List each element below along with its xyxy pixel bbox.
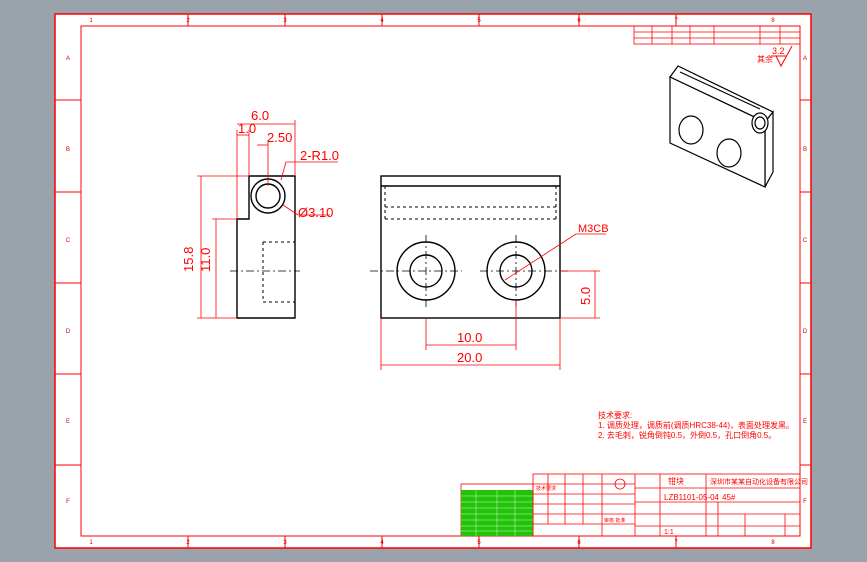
zone-label-top: 4 [380,18,384,24]
zone-label-top: 7 [674,18,678,24]
isometric-view [669,65,774,188]
dim-thread: M3CB [578,223,609,235]
notes-title: 技术要求: [598,410,632,420]
zone-label-right: E [803,419,807,425]
note-1: 1. 调质处理，调质前(调质HRC38-44)，表面处理发黑。 [598,420,794,430]
zone-label-bottom: 3 [283,540,287,546]
approval-stamp-table [460,483,534,537]
zone-label-right: C [803,238,808,244]
zone-label-right: D [803,329,808,335]
zone-label-bottom: 4 [380,540,384,546]
dim-hole-spacing: 10.0 [457,330,482,345]
material: 45# [722,493,736,502]
part-name: 钳块 [668,476,684,486]
zone-label-bottom: 7 [674,540,678,546]
dim-offset-2-5: 2.50 [267,130,292,145]
title-block [532,473,801,537]
front-view-dimensions [380,233,606,370]
approval-label: 审核 批准 [604,517,625,524]
zone-label-top: 5 [477,18,481,24]
zone-label-left: B [66,147,70,153]
green-table-header: 技术要求 [536,485,556,492]
zone-label-top: 3 [283,18,287,24]
dim-hole-diameter: Ø3.10 [298,205,333,220]
zone-label-left: A [66,56,70,62]
note-2: 2. 去毛刺，锐角倒钝0.5，外倒0.5，孔口倒角0.5。 [598,430,776,440]
dim-width-6: 6.0 [251,108,269,123]
projection-symbol [614,478,626,490]
zone-label-bottom: 5 [477,540,481,546]
zone-label-left: C [66,238,71,244]
drawing-number: LZB1101-05-04 [664,493,720,502]
zone-label-bottom: 6 [577,540,581,546]
zone-label-bottom: 8 [771,540,775,546]
roughness-value: 3.2 [772,46,785,56]
zone-label-top: 2 [186,18,190,24]
zone-label-right: F [803,499,807,505]
zone-label-top: 1 [89,18,93,24]
technical-notes: 技术要求: 1. 调质处理，调质前(调质HRC38-44)，表面处理发黑。 2.… [598,410,794,440]
zone-label-left: D [66,329,71,335]
roughness-label: 其余 [757,54,773,64]
dim-offset-1: 1.0 [238,121,256,136]
zone-label-right: B [803,147,807,153]
zone-label-left: E [66,419,70,425]
zone-label-left: F [66,499,70,505]
dim-height-15-8: 15.8 [181,247,196,272]
zone-label-top: 8 [771,18,775,24]
dim-hole-height: 5.0 [578,287,593,305]
zone-label-bottom: 1 [89,540,93,546]
scale-label: 1:1 [664,529,674,536]
zone-ticks [55,14,811,548]
company-name: 深圳市某某自动化设备有限公司 [710,477,808,486]
surface-roughness-symbol: 3.2 其余 [757,45,793,68]
drawing-frame [80,25,801,537]
zone-label-top: 6 [577,18,581,24]
zone-label-bottom: 2 [186,540,190,546]
zone-label-right: A [803,56,807,62]
side-view-dimensions [197,120,338,319]
dim-radius: 2-R1.0 [300,148,339,163]
dim-height-11: 11.0 [198,248,213,272]
dim-total-width: 20.0 [457,350,482,365]
revision-block [633,25,801,45]
